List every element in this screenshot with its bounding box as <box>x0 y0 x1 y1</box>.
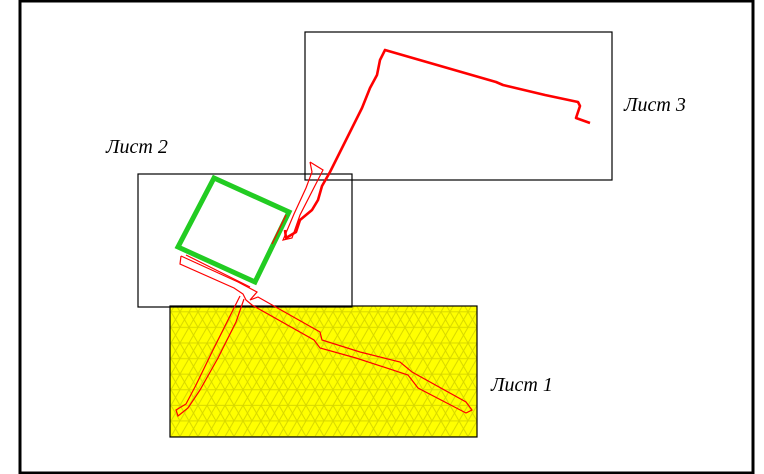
drawing-frame <box>18 0 755 474</box>
route-line-main <box>283 48 591 240</box>
route-edge-segment <box>185 254 251 288</box>
route-edge-segment-2 <box>271 214 287 245</box>
sheet-2-area <box>137 173 353 308</box>
route-corridor-branch <box>175 295 245 418</box>
sheet-3-area <box>304 31 613 181</box>
sheet-1-area <box>169 305 478 438</box>
highlight-square <box>174 174 293 286</box>
route-corridor-upper <box>281 161 324 241</box>
route-corridor-lower <box>179 255 473 414</box>
sheet-2-label: Лист 2 <box>105 136 168 158</box>
sheet-1-label: Лист 1 <box>490 374 553 396</box>
sheet-3-label: Лист 3 <box>623 94 686 116</box>
